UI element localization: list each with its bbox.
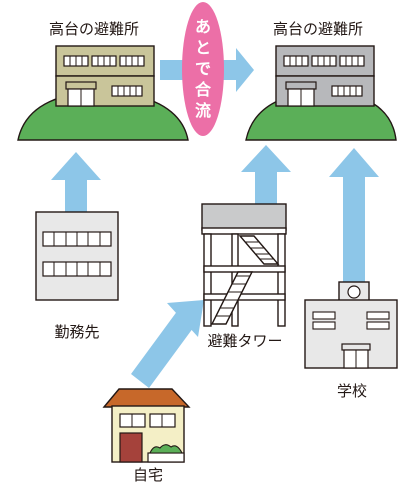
left-shelter-label: 高台の避難所 [49,21,139,38]
home-building [102,388,191,463]
merge-tag: あ と で 合 流 [182,2,224,136]
left-shelter-building [55,45,155,107]
school-building [304,281,398,369]
merge-tag-char: と [195,38,211,57]
right-shelter-building [275,45,375,107]
tower-structure [201,203,287,327]
right-shelter-label: 高台の避難所 [273,21,363,38]
arrow-home-to-tower [131,300,204,388]
workplace-label: 勤務先 [54,324,99,341]
merge-tag-char: 合 [195,80,212,99]
tower-label: 避難タワー [207,333,282,350]
school-label: 学校 [337,383,367,400]
merge-tag-char: 流 [195,101,211,120]
merge-tag-char: あ [195,17,211,36]
arrow-school-to-shelter [329,148,379,283]
home-label: 自宅 [133,467,163,484]
arrow-workplace-to-shelter [51,152,101,212]
merge-tag-char: で [195,59,211,78]
arrow-tower-to-shelter [241,145,291,204]
workplace-building [35,211,119,301]
